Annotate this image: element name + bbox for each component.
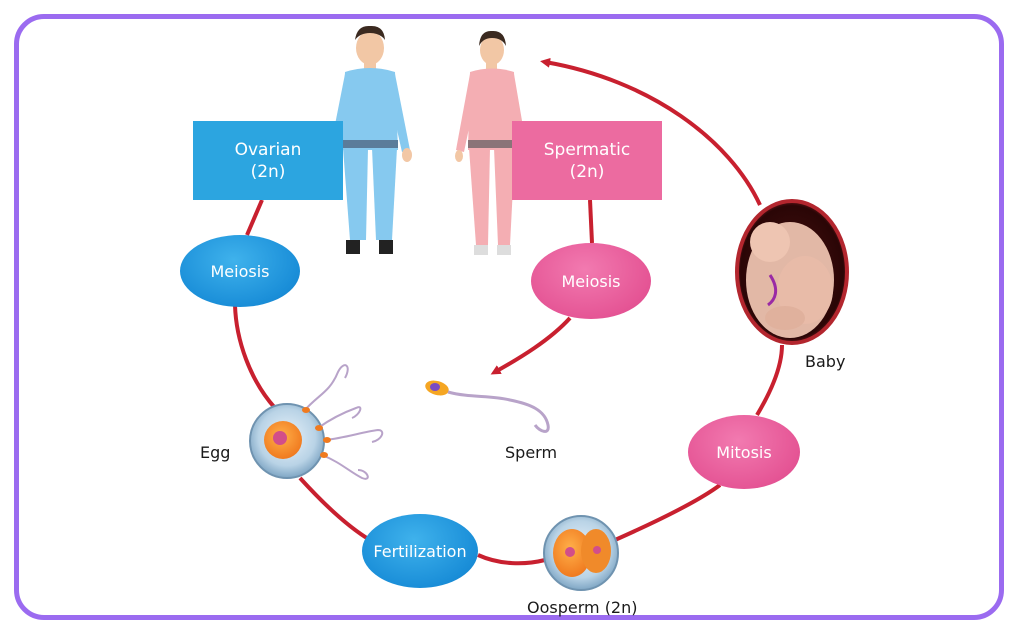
meiosis-oval-right: Meiosis: [531, 243, 651, 319]
cycle-lines: [233, 57, 784, 566]
mitosis-oval: Mitosis: [688, 415, 800, 489]
fertilization-oval: Fertilization: [362, 514, 478, 588]
line-ovarian-to-meiosis: [245, 199, 264, 236]
baby-caption: Baby: [805, 352, 846, 371]
line-mitosis-to-baby: [755, 344, 784, 417]
sperm-caption: Sperm: [505, 443, 558, 462]
line-fertilization-to-oosperm: [477, 553, 546, 566]
egg-caption: Egg: [200, 443, 231, 462]
line-meiosis-to-egg: [233, 304, 277, 410]
line-spermatic-to-meiosis: [588, 199, 594, 244]
man-figure: [328, 25, 412, 254]
oosperm-caption: Oosperm (2n): [527, 598, 638, 617]
spermatic-box: Spermatic (2n): [512, 121, 662, 200]
diagram-frame: [14, 14, 1004, 620]
line-oosperm-to-mitosis: [614, 483, 722, 542]
ovarian-box: Ovarian (2n): [193, 121, 343, 200]
baby-in-womb: [735, 199, 849, 345]
line-baby-to-parents: [540, 57, 762, 206]
egg-cell: [249, 364, 384, 480]
oosperm-cell: [543, 515, 619, 591]
line-egg-to-fertilization: [298, 476, 372, 542]
meiosis-oval-left: Meiosis: [180, 235, 300, 307]
line-meiosis-to-sperm: [490, 316, 572, 375]
sperm-cell: [425, 380, 550, 433]
